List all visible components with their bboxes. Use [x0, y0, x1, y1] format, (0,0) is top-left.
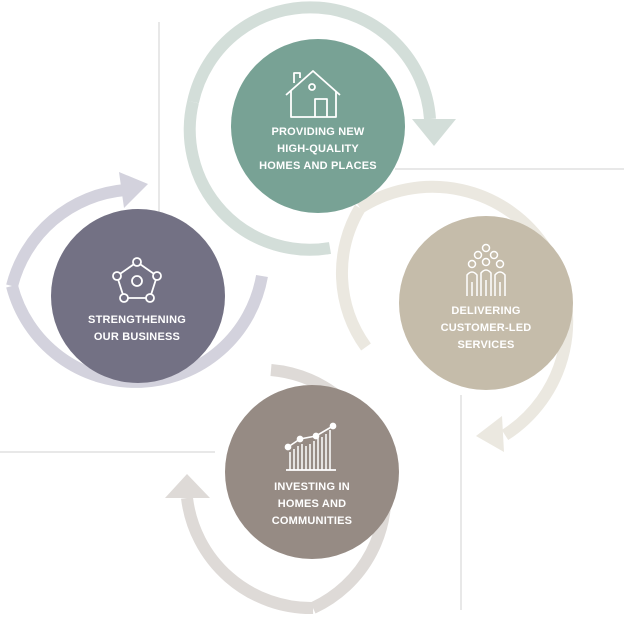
circle-investing: [225, 385, 399, 559]
people-group-icon: [466, 243, 506, 296]
circle-homes: [231, 39, 405, 213]
arc-arrow-customer-tail: [336, 204, 371, 351]
step-label-line: CUSTOMER-LED: [440, 322, 532, 334]
step-label-customer: DELIVERING CUSTOMER-LED SERVICES: [406, 303, 566, 354]
step-label-line: OUR BUSINESS: [93, 331, 181, 343]
arc-arrow-homes: [187, 1, 436, 120]
arc-arrow-investing-tail: [181, 497, 314, 615]
step-label-line: HOMES AND: [277, 498, 347, 510]
step-label-line: HOMES AND PLACES: [259, 160, 377, 172]
arrowhead-customer: [476, 416, 504, 452]
step-label-line: DELIVERING: [451, 305, 521, 317]
quadrant-dividers: [0, 22, 624, 610]
step-label-investing: INVESTING IN HOMES AND COMMUNITIES: [232, 479, 392, 530]
step-circles: [51, 39, 573, 559]
circle-business: [51, 209, 225, 383]
arrowhead-business: [119, 172, 148, 208]
arc-arrow-business-tail: [6, 184, 126, 288]
step-label-line: HIGH-QUALITY: [277, 143, 359, 155]
arrowhead-investing: [165, 474, 210, 498]
network-icon: [112, 257, 162, 303]
step-label-line: INVESTING IN: [274, 481, 350, 493]
step-label-line: SERVICES: [457, 339, 515, 351]
house-icon: [285, 70, 341, 118]
growth-chart-icon: [284, 422, 337, 471]
step-label-line: COMMUNITIES: [271, 515, 353, 527]
circle-customer: [399, 216, 573, 390]
arc-arrow-homes-tail: [183, 100, 332, 256]
step-label-line: PROVIDING NEW: [271, 126, 365, 138]
step-label-homes: PROVIDING NEW HIGH-QUALITY HOMES AND PLA…: [238, 124, 398, 175]
step-label-line: STRENGTHENING: [88, 314, 186, 326]
arrowhead-homes: [412, 119, 456, 146]
step-label-business: STRENGTHENING OUR BUSINESS: [57, 312, 217, 346]
